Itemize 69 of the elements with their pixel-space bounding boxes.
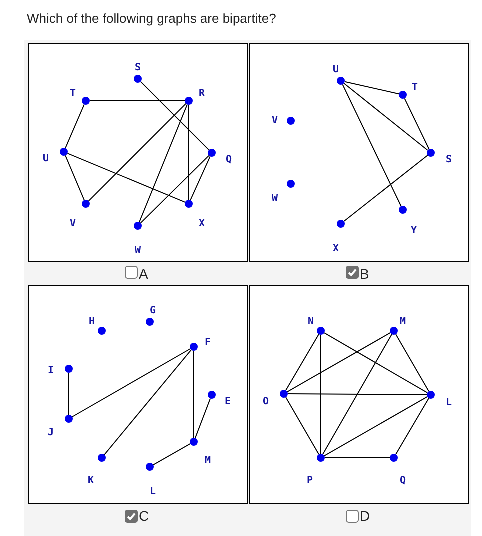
edge-line [68, 372, 70, 416]
checked-checkbox [125, 510, 138, 523]
edge-line [344, 83, 428, 151]
question-text: Which of the following graphs are bipartite? [27, 11, 276, 26]
edge-line [286, 332, 392, 392]
vertex-label: F [204, 338, 212, 348]
vertex-label: K [88, 476, 94, 486]
vertex-label: J [48, 428, 54, 438]
option-label: C [139, 509, 150, 524]
edge-line [72, 348, 192, 418]
edge-line [286, 334, 320, 392]
edge-line [404, 98, 430, 150]
edge-line [140, 155, 210, 224]
vertex-label: M [204, 456, 212, 466]
vertex-label: H [88, 316, 96, 328]
checked-checkbox [346, 266, 359, 279]
edge-line [320, 334, 322, 454]
vertex-label: U [332, 64, 340, 76]
vertex-label: U [42, 154, 50, 164]
edge-line [188, 104, 190, 200]
edge-line [139, 104, 188, 223]
edge-line [65, 104, 85, 149]
vertex-label: E [224, 396, 232, 408]
edge-line [344, 154, 428, 222]
vertex-label: S [446, 154, 452, 166]
vertex-label: M [400, 316, 406, 328]
edge-line [190, 156, 211, 201]
vertex-label: S [134, 62, 142, 74]
edge-line [140, 81, 210, 151]
vertex-label: L [150, 486, 156, 498]
vertex-label: Q [400, 476, 406, 486]
vertex-label: W [134, 246, 142, 256]
vertex-label: Y [410, 226, 418, 236]
edge-line [67, 153, 186, 203]
vertex-label: T [70, 88, 76, 100]
edge-line [396, 398, 430, 456]
edge-line [88, 103, 187, 202]
vertex-label: T [412, 82, 418, 94]
edge-line [288, 394, 428, 396]
checkbox [346, 510, 359, 523]
edge-line [342, 84, 402, 207]
edge-line [194, 398, 212, 439]
vertex-label: P [306, 476, 314, 486]
edge-line [152, 443, 192, 466]
option-label: D [360, 509, 370, 524]
edge-line [65, 155, 85, 201]
edge-line [324, 332, 428, 394]
vertex-label: X [332, 244, 340, 254]
vertex-label: I [48, 366, 54, 376]
vertex-label: W [272, 194, 278, 204]
edge-line [90, 100, 186, 102]
vertex-label: O [262, 396, 270, 408]
edge-line [286, 396, 320, 456]
edge-line [396, 334, 430, 392]
vertex-label: V [272, 116, 278, 126]
checkbox [125, 266, 138, 279]
vertex-label: N [308, 316, 314, 328]
vertex-label: V [70, 218, 76, 230]
edge-line [322, 334, 392, 456]
vertex-label: L [446, 398, 452, 408]
edge-line [104, 350, 192, 456]
option-label: A [139, 267, 148, 282]
vertex-label: X [198, 218, 206, 230]
edge-line [344, 81, 400, 95]
vertex-label: Q [226, 154, 232, 166]
vertex-label: G [150, 306, 156, 316]
vertex-label: R [198, 88, 206, 100]
option-label: B [360, 267, 370, 282]
edge-line [324, 396, 428, 456]
